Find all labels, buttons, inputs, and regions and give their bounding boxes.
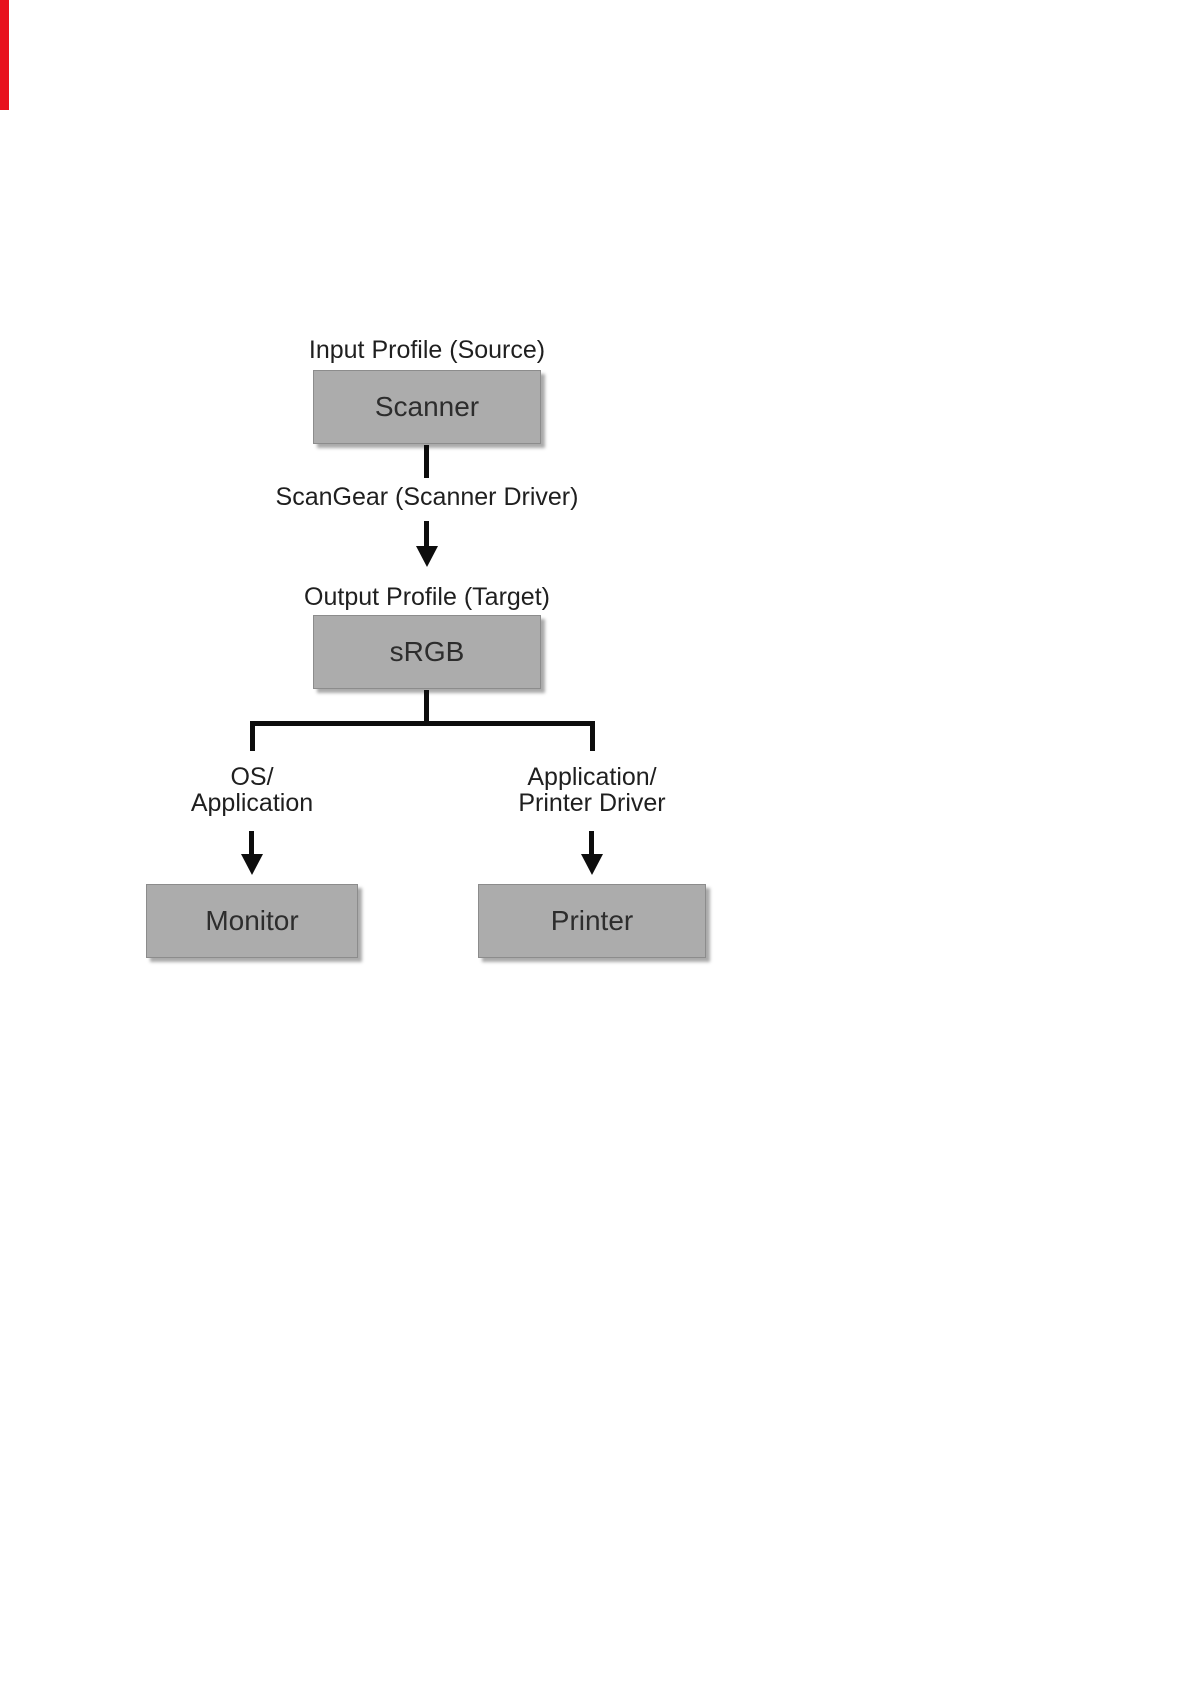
node-srgb-label: sRGB [389,636,465,667]
label-application-printer-driver: Application/ Printer Driver [442,764,742,816]
arrow-to-printer-head [581,854,603,875]
arrow-scangear-to-srgb-shaft [424,521,429,547]
node-srgb: sRGB [313,615,541,689]
node-scanner: Scanner [313,370,541,444]
arrow-to-monitor-head [241,854,263,875]
label-output-profile: Output Profile (Target) [304,583,550,611]
label-os-application: OS/ Application [102,764,402,816]
red-edge-marker [0,0,9,110]
node-monitor-label: Monitor [205,905,299,936]
label-application-printer-driver-line1: Application/ [527,763,657,791]
connector-srgb-stub [424,690,429,721]
arrow-scangear-to-srgb-head [416,546,438,567]
label-os-application-line2: Application [190,789,314,817]
node-printer: Printer [478,884,706,958]
node-monitor: Monitor [146,884,358,958]
arrow-to-printer-shaft [589,831,594,855]
branch-left-drop [250,721,255,751]
label-input-profile: Input Profile (Source) [308,336,546,364]
label-application-printer-driver-line2: Printer Driver [518,789,666,817]
branch-right-drop [590,721,595,751]
label-scangear: ScanGear (Scanner Driver) [275,483,579,511]
label-os-application-line1: OS/ [230,763,274,791]
branch-horizontal-line [250,721,595,726]
node-printer-label: Printer [550,905,634,936]
arrow-to-monitor-shaft [249,831,254,855]
node-scanner-label: Scanner [374,391,480,422]
connector-scanner-to-scangear [424,445,429,478]
